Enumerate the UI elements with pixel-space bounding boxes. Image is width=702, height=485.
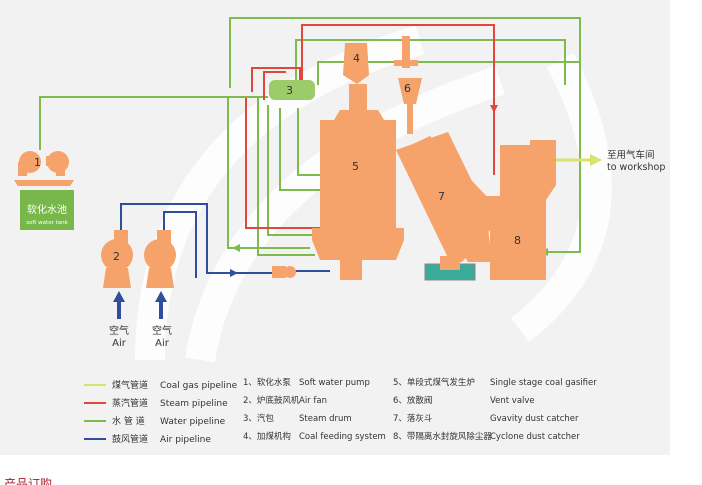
air-label-cn: 空气 xyxy=(152,324,172,337)
steam-drum xyxy=(269,80,315,100)
gravity-dust-catcher xyxy=(400,136,490,262)
water-pipeline xyxy=(39,17,581,256)
legend-equipment-en: Soft water pump xyxy=(299,378,370,388)
legend-line-en: Coal gas pipeline xyxy=(160,381,238,391)
unit-4-number: 4 xyxy=(353,52,360,65)
tank-label-en: soft water tank xyxy=(26,220,68,226)
legend-equipment-en: Cyclone dust catcher xyxy=(490,432,580,442)
legend-equipment-cn: 1、软化水泵 xyxy=(243,377,291,388)
legend: 煤气管道 Coal gas pipeline 蒸汽管道 Steam pipeli… xyxy=(84,377,597,445)
legend-equipment-en: Single stage coal gasifier xyxy=(490,378,597,388)
workshop-label-en: to workshop xyxy=(607,162,665,173)
air-fan-left xyxy=(101,230,133,288)
cut-off-heading: 产品订购 xyxy=(4,477,53,485)
process-flow-diagram: 1 软化水池 soft water tank 2 空气 Air 空气 Air 3 xyxy=(14,17,665,445)
legend-line-cn: 蒸汽管道 xyxy=(112,397,148,409)
workshop-label-cn: 至用气车间 xyxy=(607,149,655,161)
legend-equipment-cn: 6、放散阀 xyxy=(393,395,432,406)
legend-line-water: 水 管 道 Water pipeline xyxy=(84,415,226,427)
legend-equipment-en: Vent valve xyxy=(490,396,535,406)
legend-equipment-cn: 2、炉底鼓风机 xyxy=(243,395,300,406)
legend-line-en: Water pipeline xyxy=(160,417,226,427)
unit-7-number: 7 xyxy=(438,190,445,203)
legend-line-en: Air pipeline xyxy=(160,435,211,445)
legend-equipment-cn: 8、带隔离水封旋风除尘器 xyxy=(393,431,492,442)
legend-line-cn: 煤气管道 xyxy=(112,379,148,391)
soft-water-pump xyxy=(14,151,74,186)
legend-line-cn: 水 管 道 xyxy=(112,415,145,427)
coal-gas-arrow xyxy=(590,154,602,166)
unit-1-number: 1 xyxy=(34,156,41,169)
legend-equipment-cn: 7、落灰斗 xyxy=(393,413,433,424)
dust-tray xyxy=(424,256,476,281)
air-label-en: Air xyxy=(155,338,170,349)
legend-line-en: Steam pipeline xyxy=(160,399,228,409)
tank-label-cn: 软化水池 xyxy=(27,203,67,216)
air-inlet-arrow xyxy=(113,291,167,319)
water-arrow xyxy=(232,244,240,252)
diagram-panel: 1 软化水池 soft water tank 2 空气 Air 空气 Air 3 xyxy=(0,0,670,455)
legend-line-coal-gas: 煤气管道 Coal gas pipeline xyxy=(84,379,238,391)
legend-equipment-cn: 3、汽包 xyxy=(243,413,274,424)
unit-8-number: 8 xyxy=(514,234,521,247)
unit-2-number: 2 xyxy=(113,250,120,263)
unit-6-number: 6 xyxy=(404,82,411,95)
legend-equipment-en: Coal feeding system xyxy=(299,432,386,442)
steam-pipeline xyxy=(245,24,495,229)
cyclone-dust-catcher xyxy=(486,140,556,280)
unit-3-number: 3 xyxy=(286,84,293,97)
legend-equipment-en: Steam drum xyxy=(299,414,352,424)
legend-equipment-cn: 4、加煤机构 xyxy=(243,431,291,442)
air-label-en: Air xyxy=(112,338,127,349)
soft-water-tank xyxy=(20,190,74,230)
vent-valve xyxy=(394,36,422,134)
legend-equipment-en: Gvavity dust catcher xyxy=(490,414,579,424)
legend-line-steam: 蒸汽管道 Steam pipeline xyxy=(84,397,228,409)
legend-equipment-cn: 5、单段式煤气发生炉 xyxy=(393,377,475,388)
air-fan-right xyxy=(144,230,176,288)
legend-line-air: 鼓风管道 Air pipeline xyxy=(84,433,211,445)
air-label-cn: 空气 xyxy=(109,324,129,337)
air-arrow xyxy=(230,269,238,277)
legend-line-cn: 鼓风管道 xyxy=(112,433,148,445)
unit-5-number: 5 xyxy=(352,160,359,173)
legend-equipment-en: Air fan xyxy=(299,396,327,406)
steam-arrow xyxy=(490,105,498,113)
coal-feeder xyxy=(272,266,296,278)
